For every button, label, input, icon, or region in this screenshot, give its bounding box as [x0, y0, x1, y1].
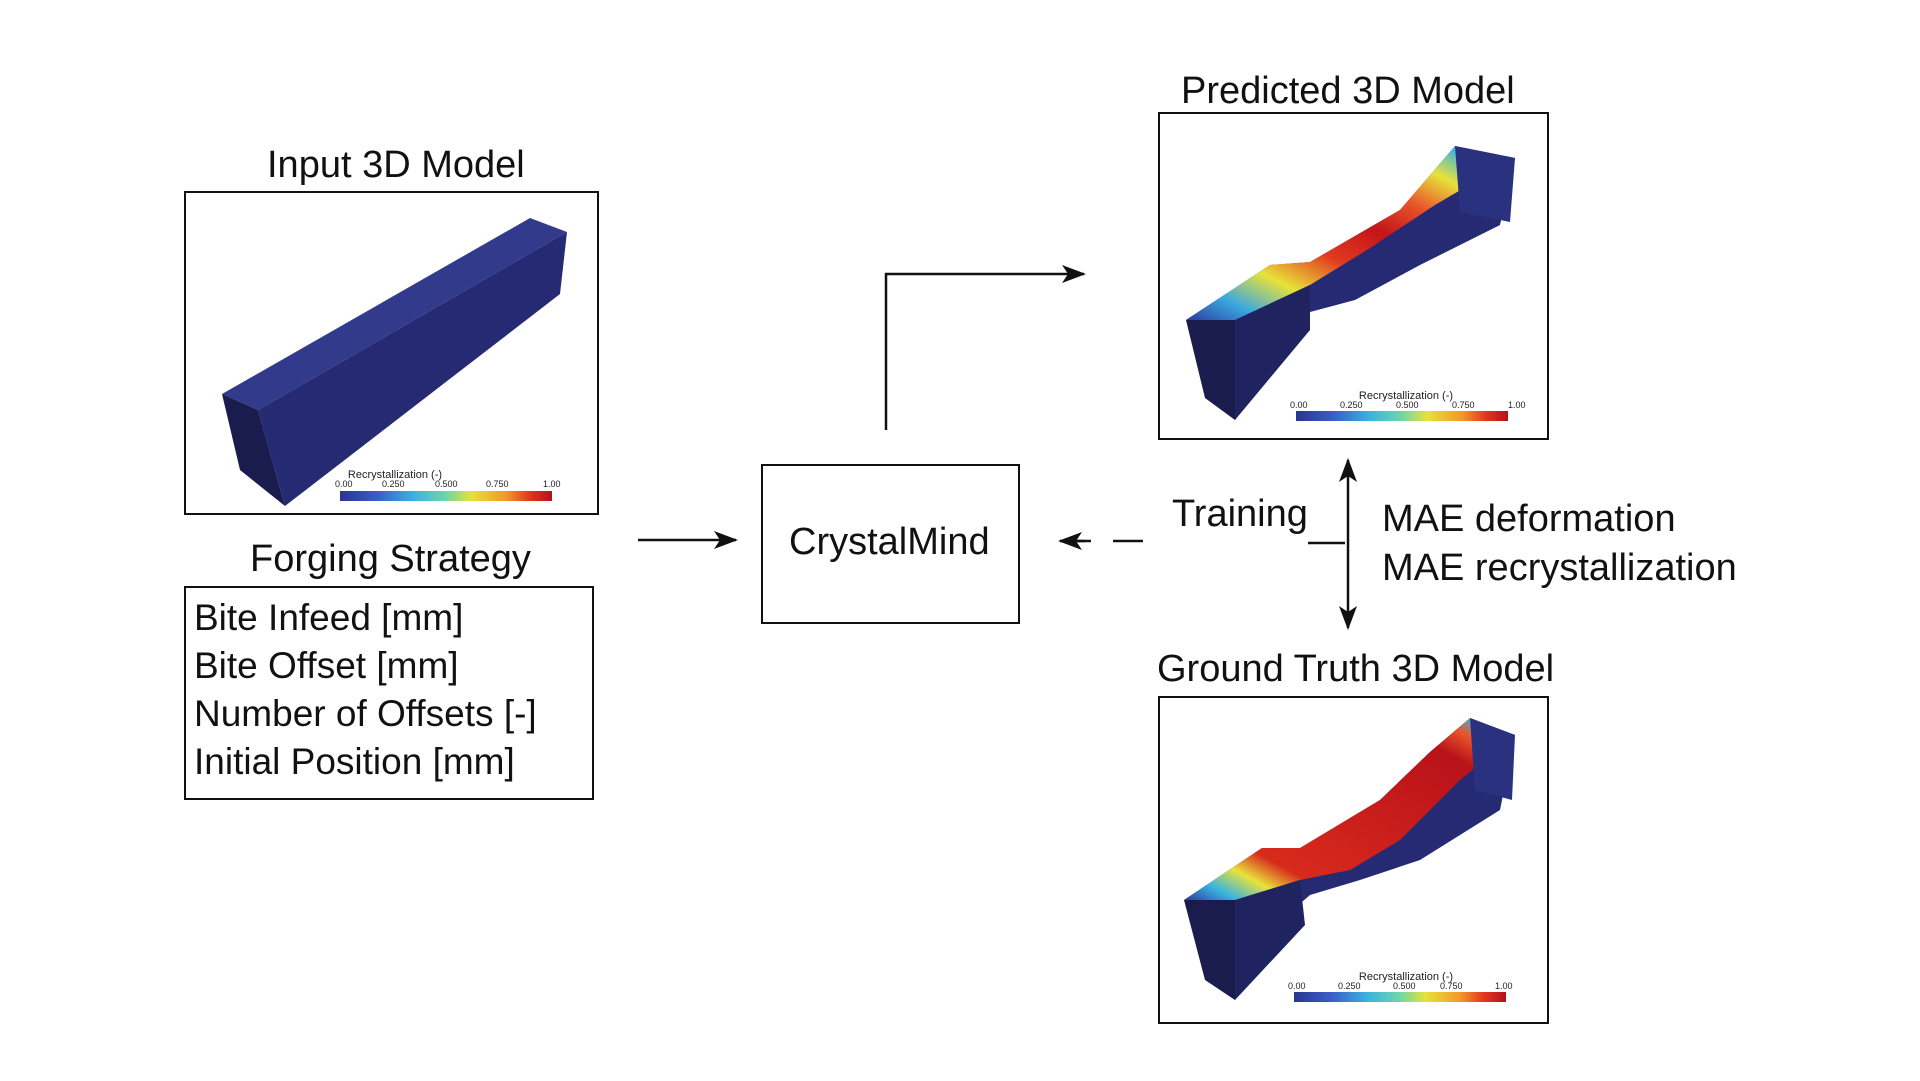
ground-truth-colorbar-tick-2: 0.500 — [1393, 981, 1416, 991]
metric-mae-deformation: MAE deformation — [1382, 498, 1676, 540]
predicted-colorbar-tick-0: 0.00 — [1290, 400, 1308, 410]
ground-truth-colorbar-gradient — [1294, 992, 1506, 1002]
predicted-colorbar-tick-4: 1.00 — [1508, 400, 1526, 410]
ground-truth-colorbar-tick-4: 1.00 — [1495, 981, 1513, 991]
predicted-colorbar-gradient — [1296, 411, 1508, 421]
predicted-colorbar: Recrystallization (-) 0.00 0.250 0.500 0… — [1290, 390, 1526, 421]
forging-strategy-panel: Bite Infeed [mm] Bite Offset [mm] Number… — [184, 586, 594, 800]
ground-truth-colorbar-tick-0: 0.00 — [1288, 981, 1306, 991]
input-colorbar-tick-4: 1.00 — [543, 479, 561, 489]
input-colorbar-title: Recrystallization (-) — [348, 469, 442, 481]
strategy-panel-title: Forging Strategy — [250, 538, 531, 580]
predicted-colorbar-tick-2: 0.500 — [1396, 400, 1419, 410]
ground-truth-colorbar: Recrystallization (-) 0.00 0.250 0.500 0… — [1288, 971, 1513, 1002]
ground-truth-colorbar-tick-3: 0.750 — [1440, 981, 1463, 991]
predicted-bar-render — [1186, 146, 1515, 420]
ground-truth-bar-render — [1184, 718, 1515, 1000]
input-colorbar-tick-0: 0.00 — [335, 479, 353, 489]
training-label: Training — [1172, 493, 1308, 535]
crystalmind-label: CrystalMind — [789, 521, 990, 563]
input-colorbar-tick-1: 0.250 — [382, 479, 405, 489]
predicted-colorbar-tick-1: 0.250 — [1340, 400, 1363, 410]
metric-mae-recrystallization: MAE recrystallization — [1382, 547, 1737, 589]
input-colorbar: Recrystallization (-) 0.00 0.250 0.500 0… — [335, 469, 561, 501]
strategy-item-initial-position: Initial Position [mm] — [194, 741, 515, 782]
predicted-panel-title: Predicted 3D Model — [1181, 70, 1515, 112]
crystalmind-node: CrystalMind — [761, 464, 1020, 624]
strategy-item-number-of-offsets: Number of Offsets [-] — [194, 693, 537, 734]
strategy-item-bite-offset: Bite Offset [mm] — [194, 645, 459, 686]
model-to-prediction-arrow — [884, 265, 1086, 430]
predicted-colorbar-tick-3: 0.750 — [1452, 400, 1475, 410]
ground-truth-panel-title: Ground Truth 3D Model — [1157, 648, 1555, 690]
ground-truth-colorbar-tick-1: 0.250 — [1338, 981, 1361, 991]
input-colorbar-tick-2: 0.500 — [435, 479, 458, 489]
predicted-colorbar-title: Recrystallization (-) — [1359, 390, 1453, 402]
input-colorbar-gradient — [340, 491, 552, 501]
ground-truth-colorbar-title: Recrystallization (-) — [1359, 971, 1453, 983]
input-panel-title: Input 3D Model — [267, 144, 525, 186]
input-colorbar-tick-3: 0.750 — [486, 479, 509, 489]
input-bar-render — [222, 218, 567, 506]
strategy-item-bite-infeed: Bite Infeed [mm] — [194, 597, 464, 638]
